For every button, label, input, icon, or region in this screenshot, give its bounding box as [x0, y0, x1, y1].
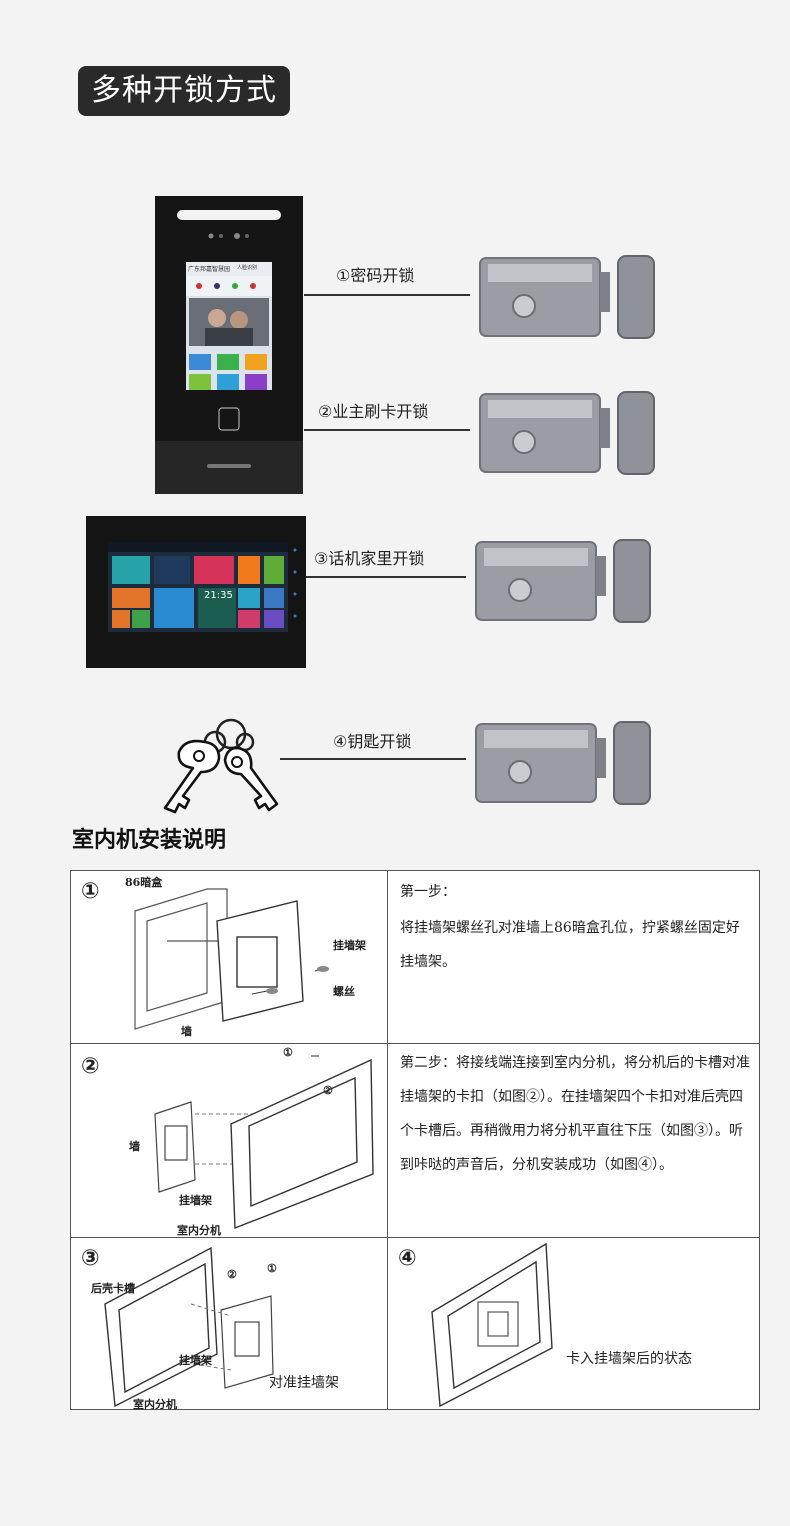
section-title-unlock-methods: 多种开锁方式: [78, 66, 290, 116]
step-3-callout-2: ②: [227, 1268, 237, 1281]
step-4-caption: 卡入挂墙架后的状态: [566, 1351, 692, 1367]
method-label-key: ④钥匙开锁: [333, 732, 412, 751]
step-1-label-wall: 墙: [181, 1025, 192, 1038]
electric-lock-1: [478, 252, 658, 340]
method-label-card: ②业主刷卡开锁: [318, 402, 429, 421]
step-3-number: ③: [81, 1246, 100, 1271]
step-2-text-cell: 第二步：将接线端连接到室内分机，将分机后的卡槽对准挂墙架的卡扣（如图②）。在挂墙…: [387, 1043, 760, 1238]
monitor-time: 21:35: [204, 590, 233, 601]
step-1-text-cell: 第一步： 将挂墙架螺丝孔对准墙上86暗盒孔位，拧紧螺丝固定好挂墙架。: [387, 870, 760, 1044]
step-2-callout-2: ②: [323, 1084, 333, 1097]
step-2-label-wall: 墙: [129, 1140, 140, 1153]
step-1-number: ①: [81, 879, 100, 904]
method-label-indoor: ③话机家里开锁: [314, 549, 425, 568]
connector-line-4: [280, 758, 466, 760]
step-3-label-slot: 后壳卡槽: [91, 1282, 135, 1295]
step-2-label-unit: 室内分机: [177, 1224, 221, 1237]
step-3-figure: ③ 后壳卡槽 挂墙架 室内分机 ② ① 对准挂墙架: [70, 1237, 388, 1411]
step-1-figure: ① 86暗盒 挂墙架 螺丝 墙: [70, 870, 388, 1044]
install-section-title: 室内机安装说明: [72, 828, 227, 853]
step-3-label-unit: 室内分机: [133, 1398, 177, 1411]
electric-lock-4: [474, 718, 654, 806]
door-screen-badge: 人脸识别: [237, 265, 258, 271]
step-2-label-bracket: 挂墙架: [179, 1194, 212, 1207]
step-1-text: 将挂墙架螺丝孔对准墙上86暗盒孔位，拧紧螺丝固定好挂墙架。: [400, 920, 740, 970]
step-2-figure: ② ① ② 墙 挂墙架 室内分机: [70, 1043, 388, 1238]
door-station-device: 广东邦嘉智慧园 人脸识别: [155, 196, 303, 494]
step-2-number: ②: [81, 1054, 100, 1079]
electric-lock-3: [474, 536, 654, 624]
step-1-label-box: 86暗盒: [125, 876, 163, 889]
step-1-label-screw: 螺丝: [333, 985, 355, 998]
install-steps-grid: ① 86暗盒 挂墙架 螺丝 墙 第一步： 将挂墙架螺丝孔对准墙上86暗盒孔: [70, 870, 760, 1411]
method-label-password: ①密码开锁: [336, 266, 415, 285]
connector-line-2: [304, 429, 470, 431]
connector-line-3: [306, 576, 466, 578]
step-1-label-bracket: 挂墙架: [333, 939, 366, 952]
step-2-callout-1: ①: [283, 1046, 293, 1059]
step-4-figure: ④ 卡入挂墙架后的状态: [387, 1237, 760, 1410]
door-screen-line1: 广东邦嘉智慧园: [188, 266, 231, 273]
electric-lock-2: [478, 388, 658, 476]
connector-line-1: [304, 294, 470, 296]
step-3-callout-1: ①: [267, 1262, 277, 1275]
keys-illustration: [145, 712, 285, 830]
indoor-monitor-device: 21:35: [86, 516, 306, 668]
step-4-number: ④: [398, 1246, 417, 1271]
step-2-text: 第二步：将接线端连接到室内分机，将分机后的卡槽对准挂墙架的卡扣（如图②）。在挂墙…: [400, 1055, 750, 1173]
step-1-heading: 第一步：: [400, 884, 456, 900]
step-3-label-bracket: 挂墙架: [179, 1354, 212, 1367]
step-3-caption: 对准挂墙架: [269, 1375, 339, 1391]
